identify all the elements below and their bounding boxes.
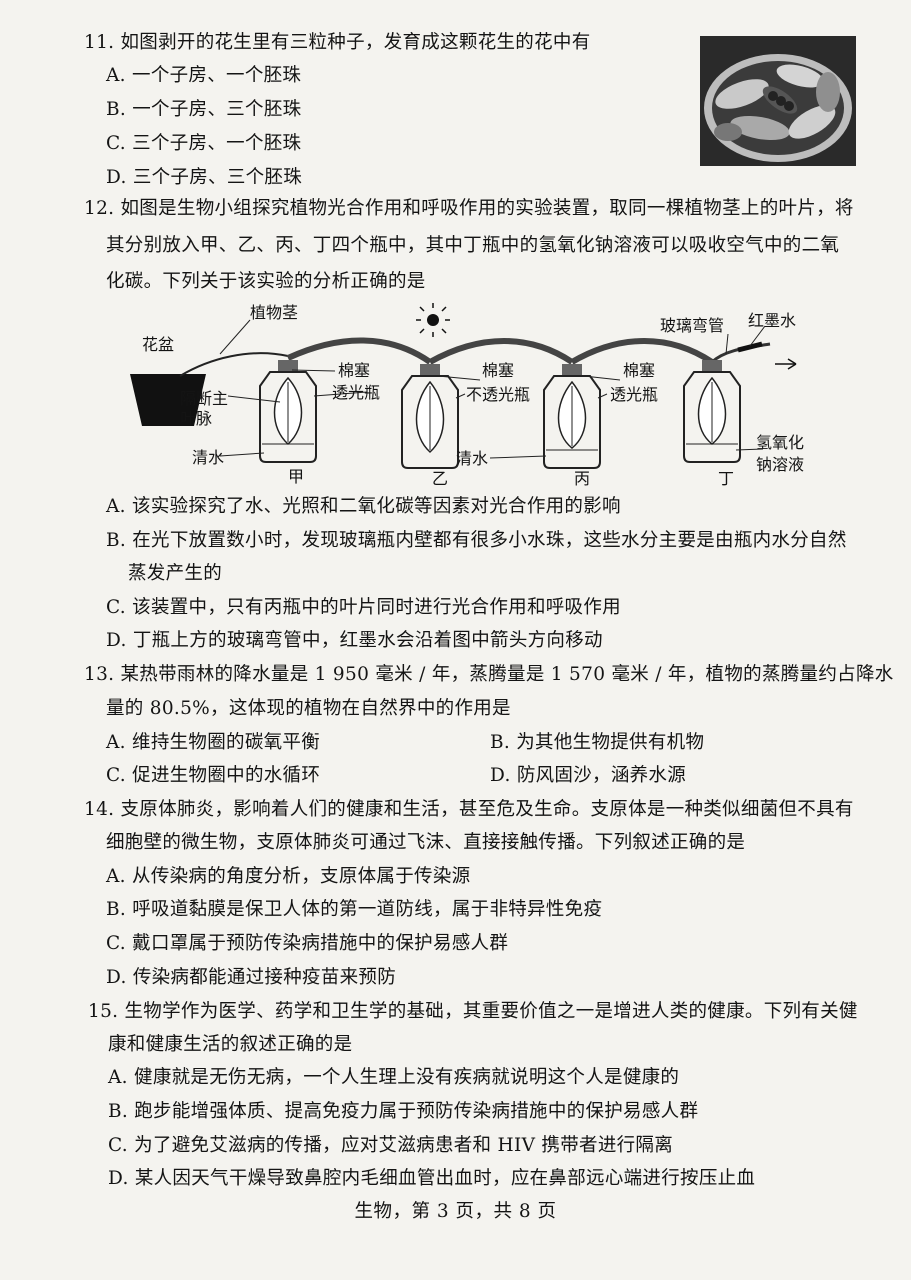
q12-option-a: A. 该实验探究了水、光照和二氧化碳等因素对光合作用的影响 <box>106 496 621 517</box>
page-footer: 生物，第 3 页，共 8 页 <box>354 1201 557 1222</box>
label-red-ink: 红墨水 <box>748 311 796 330</box>
label-clear-bottle-1: 透光瓶 <box>332 383 380 402</box>
q12-stem-line-1: 12. 如图是生物小组探究植物光合作用和呼吸作用的实验装置，取同一棵植物茎上的叶… <box>84 198 854 219</box>
label-vein-cut-1: 隔断主 <box>180 389 228 408</box>
q12-option-b-cont: 蒸发产生的 <box>128 563 223 584</box>
q14-option-c: C. 戴口罩属于预防传染病措施中的保护易感人群 <box>106 933 509 954</box>
q11-option-c: C. 三个子房、一个胚珠 <box>106 133 302 154</box>
q12-stem-line-3: 化碳。下列关于该实验的分析正确的是 <box>106 271 426 292</box>
label-water-1: 清水 <box>192 448 224 467</box>
q14-option-d: D. 传染病都能通过接种疫苗来预防 <box>106 967 397 988</box>
experiment-diagram: 花盆 植物茎 棉塞 棉塞 棉塞 隔断主 叶脉 透光瓶 不透光瓶 透光瓶 清水 清… <box>130 303 804 488</box>
label-jar-jia: 甲 <box>288 467 304 486</box>
q14-option-a: A. 从传染病的角度分析，支原体属于传染源 <box>106 866 471 887</box>
label-water-2: 清水 <box>456 449 488 468</box>
label-dark-bottle: 不透光瓶 <box>466 385 530 404</box>
q11-option-b: B. 一个子房、三个胚珠 <box>106 99 302 120</box>
q14-option-b: B. 呼吸道黏膜是保卫人体的第一道防线，属于非特异性免疫 <box>106 899 603 920</box>
jar-ding <box>683 360 741 463</box>
q11-stem: 11. 如图剥开的花生里有三粒种子，发育成这颗花生的花中有 <box>84 32 591 53</box>
peanut-photo <box>700 36 856 166</box>
q11-option-a: A. 一个子房、一个胚珠 <box>106 65 302 86</box>
jar-yi <box>401 364 459 469</box>
q14-stem-line-2: 细胞壁的微生物，支原体肺炎可通过飞沫、直接接触传播。下列叙述正确的是 <box>106 832 746 853</box>
label-naoh-1: 氢氧化 <box>756 433 804 452</box>
q15-stem-line-2: 康和健康生活的叙述正确的是 <box>108 1034 353 1055</box>
q13-option-d: D. 防风固沙，涵养水源 <box>490 765 687 786</box>
q12-option-d: D. 丁瓶上方的玻璃弯管中，红墨水会沿着图中箭头方向移动 <box>106 630 603 651</box>
jar-jia <box>259 360 317 463</box>
q12-stem-line-2: 其分别放入甲、乙、丙、丁四个瓶中，其中丁瓶中的氢氧化钠溶液可以吸收空气中的二氧 <box>106 235 840 256</box>
q15-option-b: B. 跑步能增强体质、提高免疫力属于预防传染病措施中的保护易感人群 <box>108 1101 699 1122</box>
q15-stem-line-1: 15. 生物学作为医学、药学和卫生学的基础，其重要价值之一是增进人类的健康。下列… <box>88 1001 858 1022</box>
label-pot: 花盆 <box>142 335 174 354</box>
sun-icon <box>416 303 450 337</box>
q12-option-c: C. 该装置中，只有丙瓶中的叶片同时进行光合作用和呼吸作用 <box>106 597 621 618</box>
q12-option-b: B. 在光下放置数小时，发现玻璃瓶内壁都有很多小水珠，这些水分主要是由瓶内水分自… <box>106 530 847 551</box>
q15-option-a: A. 健康就是无伤无病，一个人生理上没有疾病就说明这个人是健康的 <box>108 1067 680 1088</box>
q13-stem-line-2: 量的 80.5%，这体现的植物在自然界中的作用是 <box>106 698 511 719</box>
label-naoh-2: 钠溶液 <box>756 455 804 474</box>
label-vein-cut-2: 叶脉 <box>180 409 212 428</box>
flower-pot-shape <box>130 374 206 426</box>
jar-bing <box>543 364 601 469</box>
q14-stem-line-1: 14. 支原体肺炎，影响着人们的健康和生活，甚至危及生命。支原体是一种类似细菌但… <box>84 799 854 820</box>
label-jar-bing: 丙 <box>574 469 590 488</box>
q11-option-d: D. 三个子房、三个胚珠 <box>106 167 303 188</box>
q15-option-c: C. 为了避免艾滋病的传播，应对艾滋病患者和 HIV 携带者进行隔离 <box>108 1135 674 1156</box>
label-glass-tube: 玻璃弯管 <box>660 316 724 335</box>
q13-stem-line-1: 13. 某热带雨林的降水量是 1 950 毫米 / 年，蒸腾量是 1 570 毫… <box>84 664 894 685</box>
q15-option-d: D. 某人因天气干燥导致鼻腔内毛细血管出血时，应在鼻部远心端进行按压止血 <box>108 1168 756 1189</box>
q13-option-a: A. 维持生物圈的碳氧平衡 <box>106 732 321 753</box>
label-cork-1: 棉塞 <box>338 361 370 380</box>
label-cork-3: 棉塞 <box>623 361 655 380</box>
label-clear-bottle-2: 透光瓶 <box>610 385 658 404</box>
q13-option-b: B. 为其他生物提供有机物 <box>490 732 705 753</box>
q13-option-c: C. 促进生物圈中的水循环 <box>106 765 321 786</box>
label-jar-ding: 丁 <box>718 469 734 488</box>
label-stem: 植物茎 <box>250 303 298 322</box>
label-jar-yi: 乙 <box>432 469 448 488</box>
label-cork-2: 棉塞 <box>482 361 514 380</box>
